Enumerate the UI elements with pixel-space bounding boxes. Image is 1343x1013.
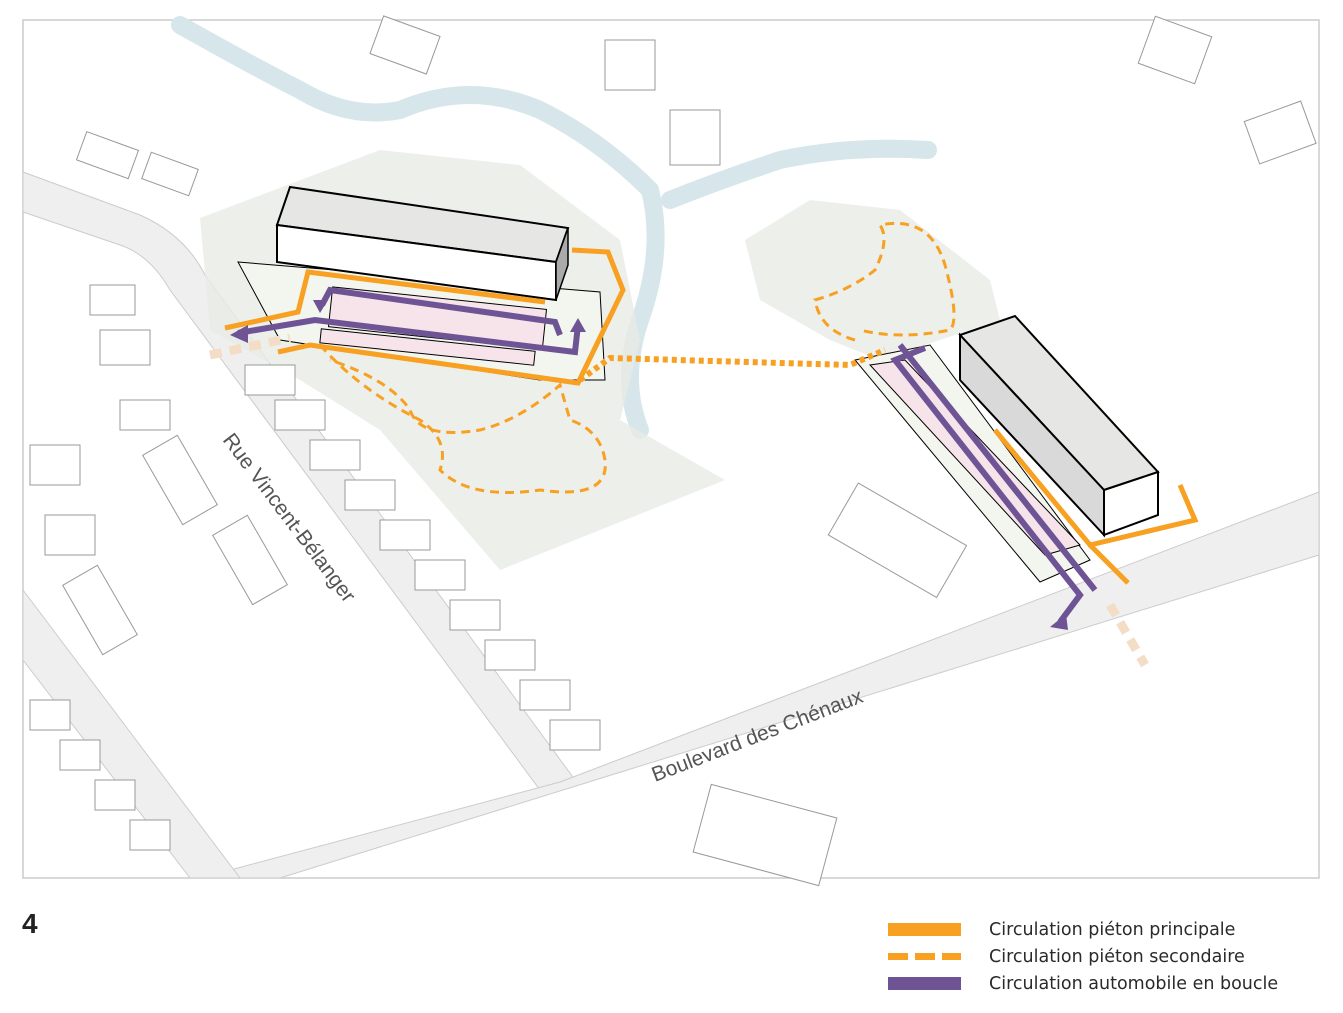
parking-stalls-west-1: [327, 286, 548, 350]
secondary-pedestrian-link: [578, 347, 887, 383]
pedestrian-crossing-west: [209, 333, 291, 360]
building-east-side: [1103, 470, 1159, 537]
river: [171, 16, 665, 439]
legend-swatch-solid-orange: [888, 923, 961, 936]
legend-item-secondary-pedestrian: Circulation piéton secondaire: [888, 943, 1278, 970]
secondary-pedestrian-paths: [318, 221, 956, 494]
legend-item-primary-pedestrian: Circulation piéton principale: [888, 916, 1278, 943]
legend-label: Circulation piéton secondaire: [989, 946, 1245, 967]
legend-label: Circulation automobile en boucle: [989, 973, 1279, 994]
primary-pedestrian-paths: [224, 247, 1199, 585]
building-west-side: [555, 227, 569, 301]
river-branch: [661, 139, 937, 209]
road-boulevard-des-chenaux: [199, 491, 1320, 879]
parking-stalls-west-2: [319, 328, 536, 366]
site-east: [745, 200, 1000, 360]
car-arrowheads: [230, 300, 1068, 630]
car-loop-paths: [237, 286, 1098, 624]
legend-label: Circulation piéton principale: [989, 919, 1236, 940]
legend-item-car-loop: Circulation automobile en boucle: [888, 970, 1278, 997]
pedestrian-crossing-east: [1106, 602, 1149, 668]
figure-number: 4: [22, 908, 38, 939]
legend-swatch-dashed-orange: [888, 953, 961, 960]
legend: Circulation piéton principale Circulatio…: [888, 916, 1278, 997]
legend-swatch-solid-purple: [888, 977, 961, 990]
houses: [29, 15, 1317, 887]
road-west: [22, 588, 242, 879]
site-plan-map: Rue Vincent-Bélanger Boulevard des Chéna…: [22, 15, 1320, 887]
